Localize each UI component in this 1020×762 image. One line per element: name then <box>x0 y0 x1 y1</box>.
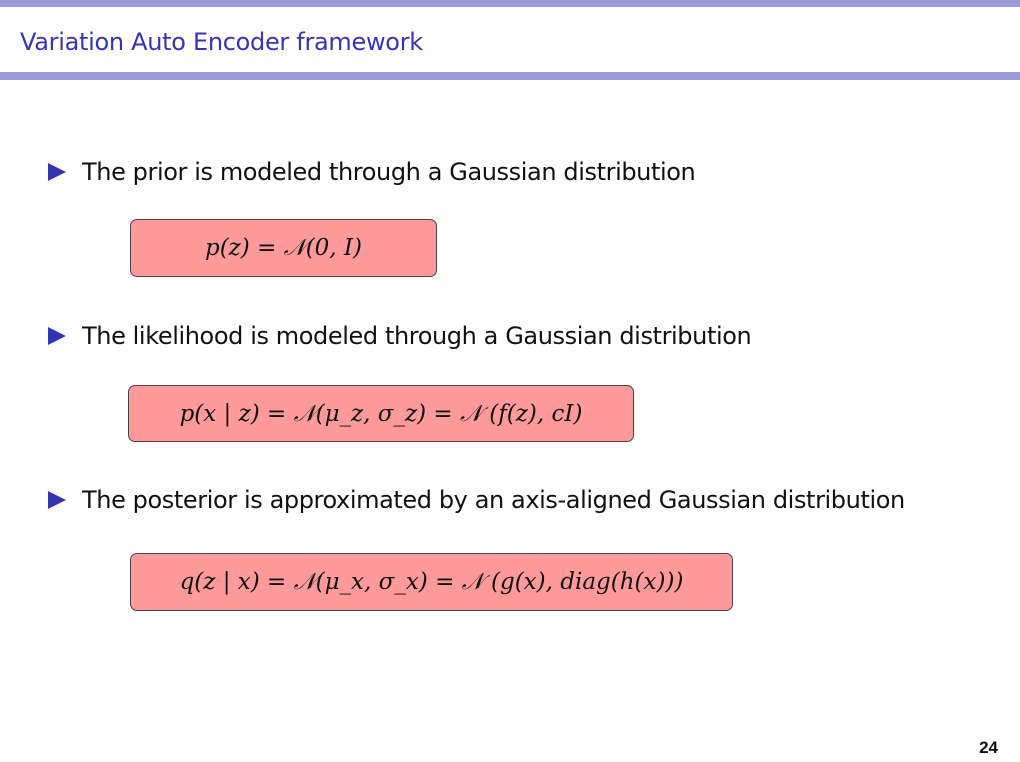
equation-likelihood: p(x | z) = 𝒩(μ_z, σ_z) = 𝒩 (f(z), cI) <box>128 385 634 442</box>
bullet-prior: The prior is modeled through a Gaussian … <box>48 158 696 186</box>
page-number: 24 <box>979 738 998 757</box>
bullet-posterior: The posterior is approximated by an axis… <box>48 486 905 514</box>
triangle-bullet-icon <box>48 491 66 509</box>
title-underline-bar <box>0 72 1020 80</box>
triangle-bullet-icon <box>48 163 66 181</box>
triangle-bullet-icon <box>48 327 66 345</box>
equation-posterior: q(z | x) = 𝒩(μ_x, σ_x) = 𝒩 (g(x), diag(h… <box>130 553 733 611</box>
bullet-text: The likelihood is modeled through a Gaus… <box>82 322 752 350</box>
bullet-text: The prior is modeled through a Gaussian … <box>82 158 696 186</box>
bullet-likelihood: The likelihood is modeled through a Gaus… <box>48 322 752 350</box>
top-bar <box>0 0 1020 7</box>
slide-title: Variation Auto Encoder framework <box>20 28 423 56</box>
equation-prior: p(z) = 𝒩(0, I) <box>130 219 437 277</box>
bullet-text: The posterior is approximated by an axis… <box>82 486 905 514</box>
